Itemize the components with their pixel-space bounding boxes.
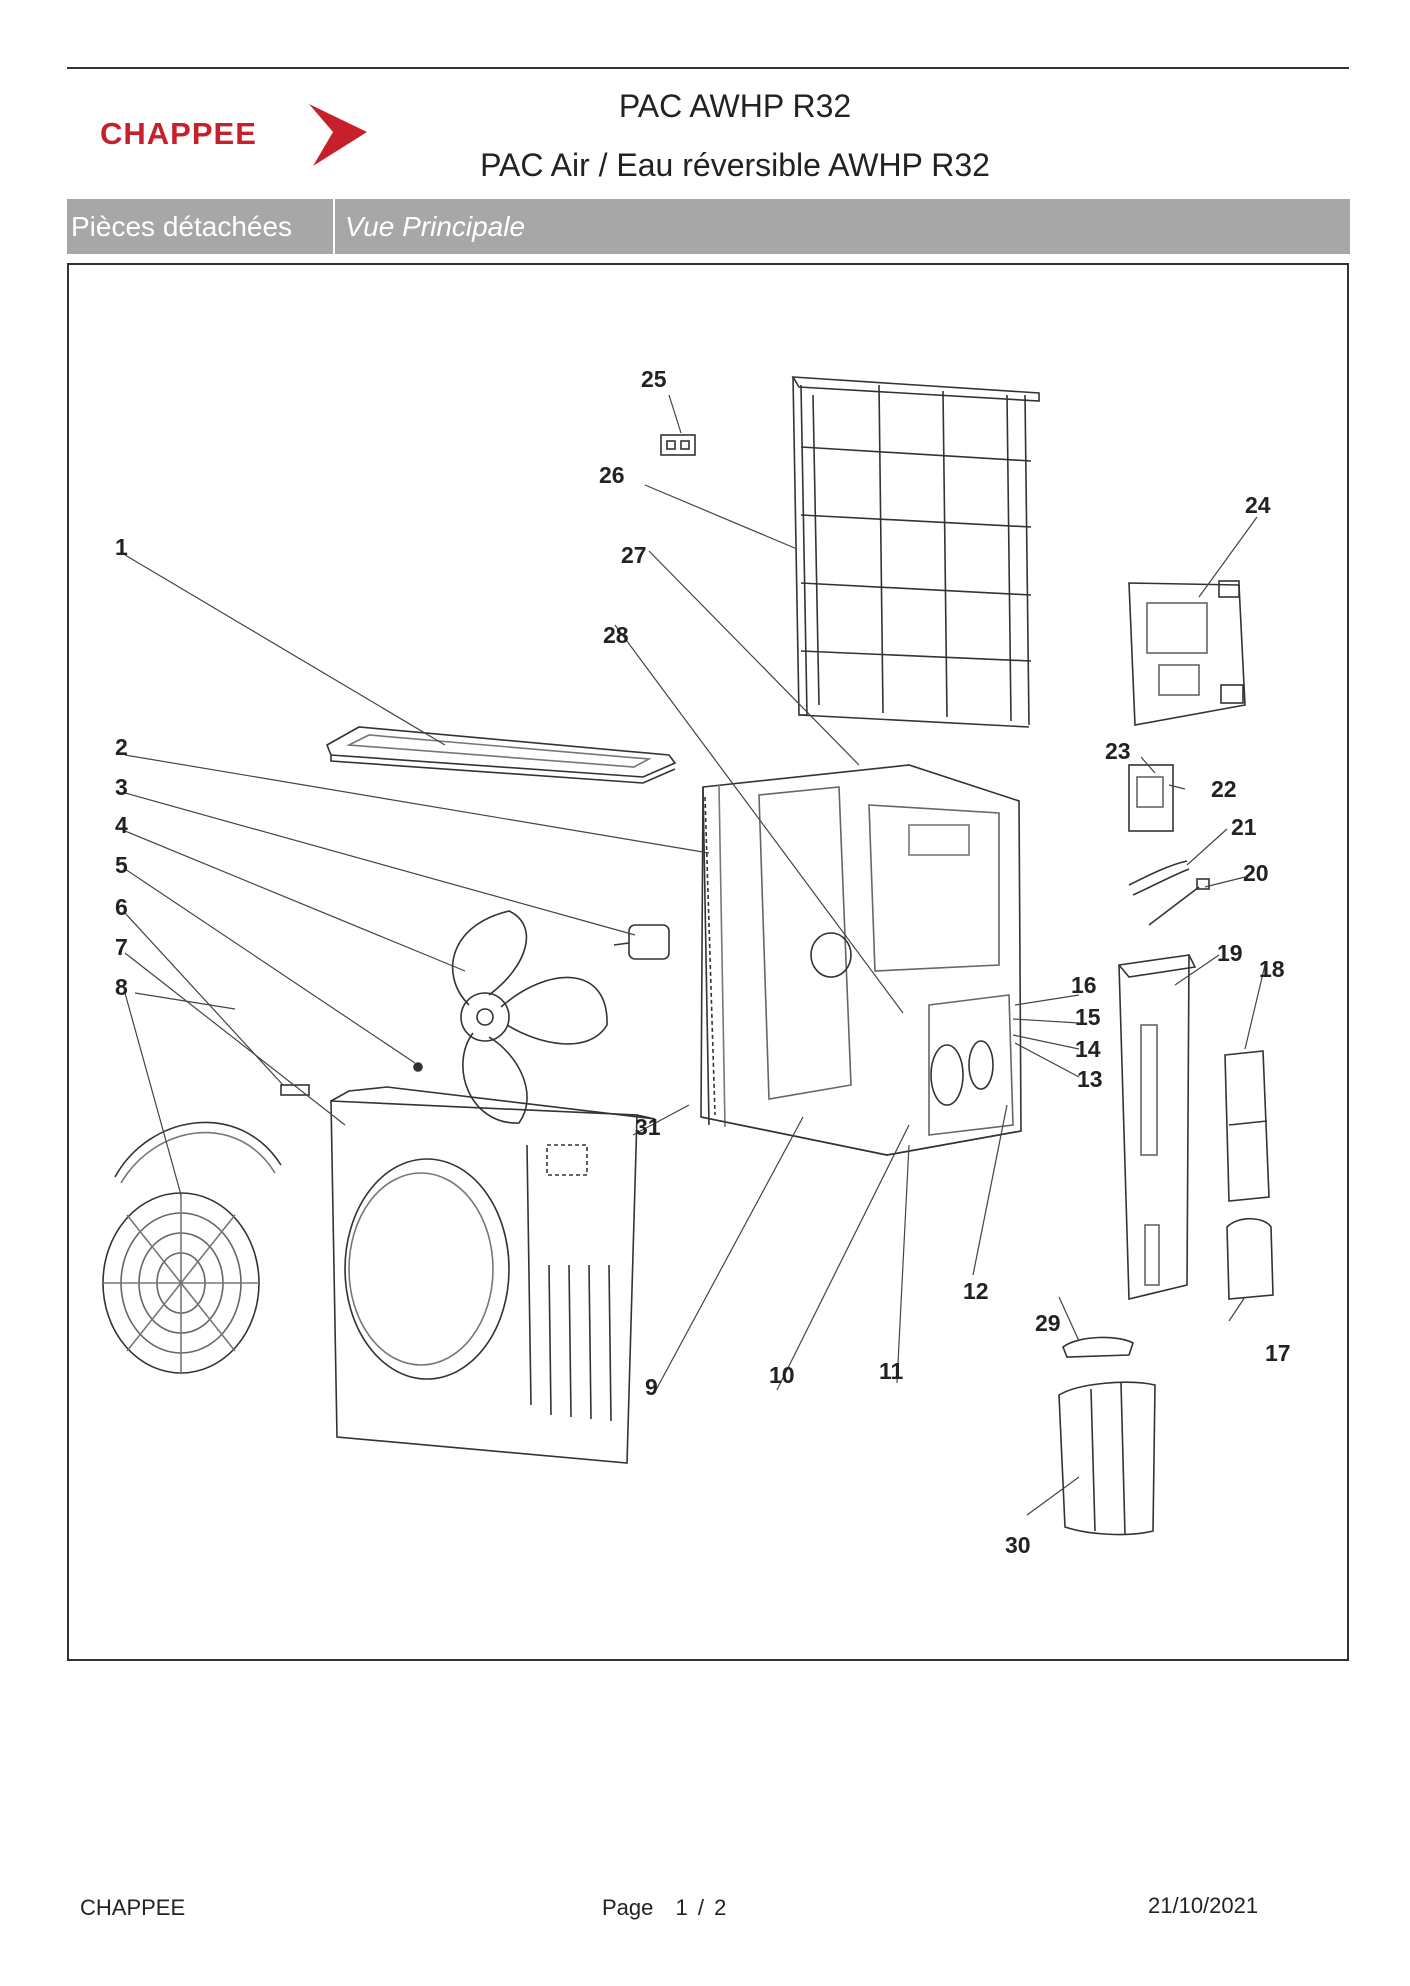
logo-chevron-icon: [309, 104, 367, 166]
page-separator: /: [697, 1895, 705, 1920]
callout-18: 18: [1259, 956, 1285, 982]
callout-13: 13: [1077, 1066, 1103, 1092]
callout-26: 26: [599, 462, 625, 488]
section-name: Pièces détachées: [67, 199, 335, 254]
callout-7: 7: [115, 934, 128, 960]
callout-24: 24: [1245, 492, 1271, 518]
part-filter-board: [1128, 764, 1174, 832]
callout-28: 28: [603, 622, 629, 648]
footer-date: 21/10/2021: [1148, 1893, 1259, 1918]
leader-lines: [124, 394, 1266, 1516]
exploded-diagram: 1 2 3 4 5 6 7 8 9 10 11 12 13 14 15 16 1…: [67, 263, 1349, 1661]
callout-6: 6: [115, 894, 128, 920]
logo-text: CHAPPEE: [100, 116, 257, 151]
page-current: 1: [675, 1895, 688, 1920]
callout-22: 22: [1211, 776, 1237, 802]
part-nut: [413, 1062, 423, 1072]
footer-page: Page 1 / 2: [598, 1895, 726, 1921]
part-fan-blade: [451, 910, 608, 1124]
page-title: PAC AWHP R32: [618, 88, 852, 124]
callout-25: 25: [641, 366, 667, 392]
callout-5: 5: [115, 852, 128, 878]
footer-brand: CHAPPEE: [80, 1895, 186, 1920]
callout-8: 8: [115, 974, 128, 1000]
diagram-svg: 1 2 3 4 5 6 7 8 9 10 11 12 13 14 15 16 1…: [102, 366, 1291, 1558]
page-subtitle: PAC Air / Eau réversible AWHP R32: [480, 147, 990, 183]
callout-labels: 1 2 3 4 5 6 7 8 9 10 11 12 13 14 15 16 1…: [115, 366, 1291, 1558]
callout-11: 11: [879, 1358, 904, 1384]
callout-10: 10: [769, 1362, 795, 1388]
callout-20: 20: [1243, 860, 1269, 886]
part-lower-cover: [1226, 1217, 1274, 1300]
view-name: Vue Principale: [345, 211, 526, 242]
part-main-pcb: [1128, 580, 1246, 726]
part-rear-grille: [791, 376, 1040, 728]
callout-15: 15: [1075, 1004, 1101, 1030]
part-terminal-block: [660, 434, 696, 456]
callout-1: 1: [115, 534, 128, 560]
callout-17: 17: [1265, 1340, 1291, 1366]
page-total: 2: [714, 1895, 727, 1920]
part-corner-panel: [1058, 1381, 1156, 1536]
section-band: Pièces détachées Vue Principale: [67, 199, 1350, 254]
callout-27: 27: [621, 542, 647, 568]
chappee-logo: CHAPPEE: [100, 102, 370, 168]
callout-30: 30: [1005, 1532, 1031, 1558]
part-chassis: [700, 764, 1022, 1156]
callout-9: 9: [645, 1374, 658, 1400]
callout-23: 23: [1105, 738, 1131, 764]
callout-29: 29: [1035, 1310, 1061, 1336]
part-clip: [280, 1084, 310, 1096]
top-rule: [67, 67, 1349, 69]
callout-21: 21: [1231, 814, 1257, 840]
part-fan-guard: [102, 1121, 282, 1374]
callout-31: 31: [635, 1114, 661, 1140]
part-side-panel: [1118, 954, 1197, 1301]
callout-14: 14: [1075, 1036, 1101, 1062]
part-sensors: [1128, 860, 1210, 926]
callout-2: 2: [115, 734, 128, 760]
page-label: Page: [602, 1895, 654, 1920]
callout-12: 12: [963, 1278, 989, 1304]
callout-3: 3: [115, 774, 128, 800]
part-fan-motor: [613, 924, 670, 960]
part-handle: [1062, 1336, 1134, 1358]
part-top-cover: [325, 726, 677, 784]
part-front-panel: [330, 1086, 656, 1464]
callout-19: 19: [1217, 940, 1243, 966]
callout-16: 16: [1071, 972, 1097, 998]
part-valve-cover: [1224, 1050, 1270, 1202]
callout-4: 4: [115, 812, 128, 838]
